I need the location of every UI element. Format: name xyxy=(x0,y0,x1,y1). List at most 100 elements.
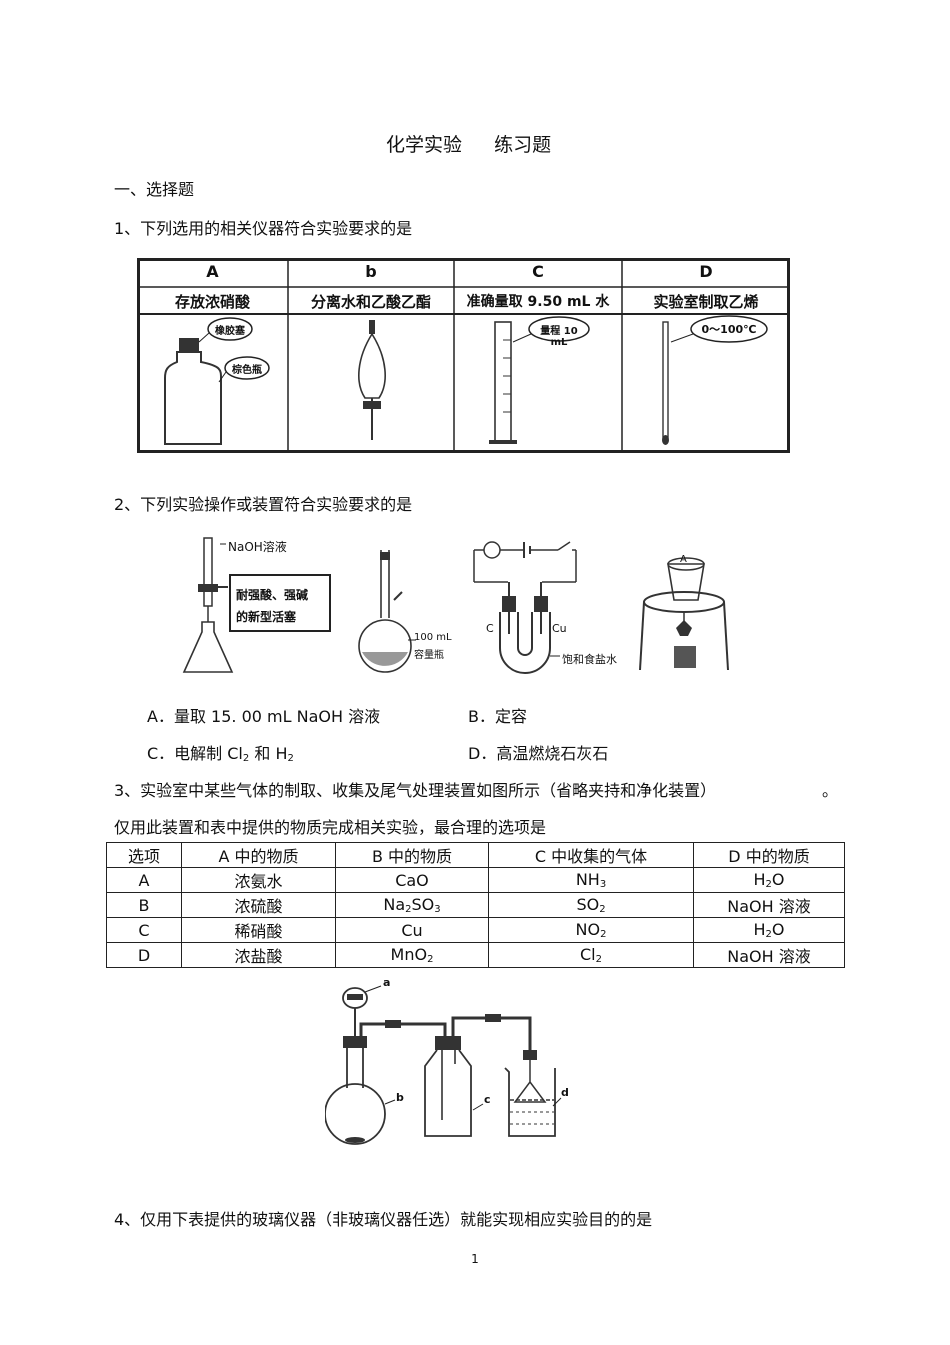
cell: B xyxy=(106,892,182,918)
q2-figure-svg xyxy=(182,537,729,674)
label-electrode-c: C xyxy=(486,622,494,635)
header-cell: 选项 xyxy=(106,842,182,868)
cell: Cl2 xyxy=(488,942,694,968)
q3-table: 选项 A 中的物质 B 中的物质 C 中收集的气体 D 中的物质 A 浓氨水 C… xyxy=(106,842,845,968)
q3-apparatus-figure: a b c d xyxy=(324,976,585,1150)
q2-option-c-text: C．电解制 Cl xyxy=(147,744,243,763)
q1-col-b-letter: b xyxy=(365,262,377,281)
cell: NO2 xyxy=(488,917,694,943)
table-row: A 浓氨水 CaO NH3 H2O xyxy=(106,867,845,893)
cell: NaOH 溶液 xyxy=(693,942,845,968)
label-a: a xyxy=(383,976,391,989)
page-number: 1 xyxy=(471,1252,479,1266)
cell: D xyxy=(106,942,182,968)
q2-option-a: A．量取 15. 00 mL NaOH 溶液 xyxy=(147,707,381,726)
table-row: C 稀硝酸 Cu NO2 H2O xyxy=(106,917,845,943)
page-title: 化学实验 练习题 xyxy=(386,130,551,157)
label-c: c xyxy=(484,1093,491,1106)
cell: H2O xyxy=(693,917,845,943)
callout-rubber-stopper xyxy=(207,317,253,341)
q2-stem: 2、下列实验操作或装置符合实验要求的是 xyxy=(114,495,413,514)
q1-col-a-letter: A xyxy=(206,262,219,281)
label-naoh: NaOH溶液 xyxy=(228,540,287,554)
q2-option-c-mid: 和 H xyxy=(249,744,288,763)
q2-option-d: D．高温燃烧石灰石 xyxy=(468,744,609,763)
graduated-cylinder-icon xyxy=(489,321,517,444)
piston-callout xyxy=(229,574,331,632)
title-left: 化学实验 xyxy=(386,134,463,156)
connecting-tube-icon xyxy=(359,1014,537,1060)
q3-stem-line1-end: 。 xyxy=(822,781,839,800)
q2-option-c: C．电解制 Cl2 和 H2 xyxy=(147,740,294,764)
label-temp-range: 0～100℃ xyxy=(701,323,757,336)
header-cell: B 中的物质 xyxy=(335,842,489,868)
header-cell: D 中的物质 xyxy=(693,842,845,868)
thermometer-icon xyxy=(662,321,669,445)
label-crucible: A xyxy=(680,554,687,565)
bottle-icon xyxy=(164,338,222,445)
q1-col-d-letter: D xyxy=(699,262,713,281)
q3-apparatus-svg xyxy=(324,985,562,1145)
crucible-tripod-icon xyxy=(639,557,729,671)
table-row: B 浓硫酸 Na2SO3 SO2 NaOH 溶液 xyxy=(106,892,845,918)
cell: 浓盐酸 xyxy=(181,942,336,968)
callout-brown-bottle xyxy=(224,356,270,380)
q2-option-b: B．定容 xyxy=(468,707,527,726)
q1-figure-svg xyxy=(137,258,790,453)
cell: C xyxy=(106,917,182,943)
label-electrode-cu: Cu xyxy=(552,622,567,635)
label-range: 量程 10 mL xyxy=(540,326,578,348)
cell: Na2SO3 xyxy=(335,892,489,918)
label-brine: 饱和食盐水 xyxy=(562,653,617,666)
cell: NaOH 溶液 xyxy=(693,892,845,918)
round-bottom-flask-icon xyxy=(324,1036,396,1145)
callout-temp-range xyxy=(690,315,768,343)
q1-col-d-task: 实验室制取乙烯 xyxy=(653,293,759,311)
cell: 浓氨水 xyxy=(181,867,336,893)
volumetric-flask-icon xyxy=(358,550,416,673)
q2-option-c-sub2: 2 xyxy=(287,753,294,764)
table-row: D 浓盐酸 MnO2 Cl2 NaOH 溶液 xyxy=(106,942,845,968)
cell: SO2 xyxy=(488,892,694,918)
table-header-row: 选项 A 中的物质 B 中的物质 C 中收集的气体 D 中的物质 xyxy=(106,842,845,868)
beaker-icon xyxy=(504,1060,562,1137)
q1-col-a-task: 存放浓硝酸 xyxy=(174,293,250,311)
header-cell: C 中收集的气体 xyxy=(488,842,694,868)
q3-stem-line1: 3、实验室中某些气体的制取、收集及尾气处理装置如图所示（省略夹持和净化装置） xyxy=(114,781,717,800)
label-d: d xyxy=(561,1086,569,1099)
label-piston-2: 的新型活塞 xyxy=(236,610,297,624)
callout-range xyxy=(528,316,590,342)
title-right: 练习题 xyxy=(494,134,552,156)
cell: NH3 xyxy=(488,867,694,893)
label-piston-1: 耐强酸、强碱 xyxy=(236,588,309,602)
label-brown-bottle: 棕色瓶 xyxy=(232,365,262,376)
label-rubber-stopper: 橡胶塞 xyxy=(215,326,245,337)
q1-col-b-task: 分离水和乙酸乙酯 xyxy=(310,293,431,311)
q1-stem: 1、下列选用的相关仪器符合实验要求的是 xyxy=(114,219,413,238)
burette-icon xyxy=(198,537,228,622)
section-heading: 一、选择题 xyxy=(114,180,195,199)
cell: H2O xyxy=(693,867,845,893)
q2-figure: NaOH溶液 耐强酸、强碱 的新型活塞 100 mL 容量瓶 C Cu 饱和食盐… xyxy=(180,530,740,680)
cell: CaO xyxy=(335,867,489,893)
cell: A xyxy=(106,867,182,893)
conical-flask-icon xyxy=(182,621,234,673)
q1-figure-table: A b C D 存放浓硝酸 分离水和乙酸乙酯 准确量取 9.50 mL 水 实验… xyxy=(137,258,790,453)
electrolysis-cell-icon xyxy=(473,541,577,674)
label-b: b xyxy=(396,1091,404,1104)
q2-option-c-sub1: 2 xyxy=(242,753,250,764)
label-flask-name: 容量瓶 xyxy=(414,650,444,661)
q3-stem-line2: 仅用此装置和表中提供的物质完成相关实验，最合理的选项是 xyxy=(114,818,547,837)
cell: Cu xyxy=(335,917,489,943)
header-cell: A 中的物质 xyxy=(181,842,336,868)
cell: MnO2 xyxy=(335,942,489,968)
cell: 浓硫酸 xyxy=(181,892,336,918)
q1-col-c-task: 准确量取 9.50 mL 水 xyxy=(466,294,610,310)
gas-collecting-bottle-icon xyxy=(424,1036,484,1137)
separatory-funnel-icon xyxy=(358,320,386,440)
dropping-funnel-icon xyxy=(342,985,382,1036)
label-flask-volume: 100 mL xyxy=(414,632,452,643)
cell: 稀硝酸 xyxy=(181,917,336,943)
q4-stem: 4、仅用下表提供的玻璃仪器（非玻璃仪器任选）就能实现相应实验目的的是 xyxy=(114,1210,653,1229)
q1-col-c-letter: C xyxy=(532,262,544,281)
